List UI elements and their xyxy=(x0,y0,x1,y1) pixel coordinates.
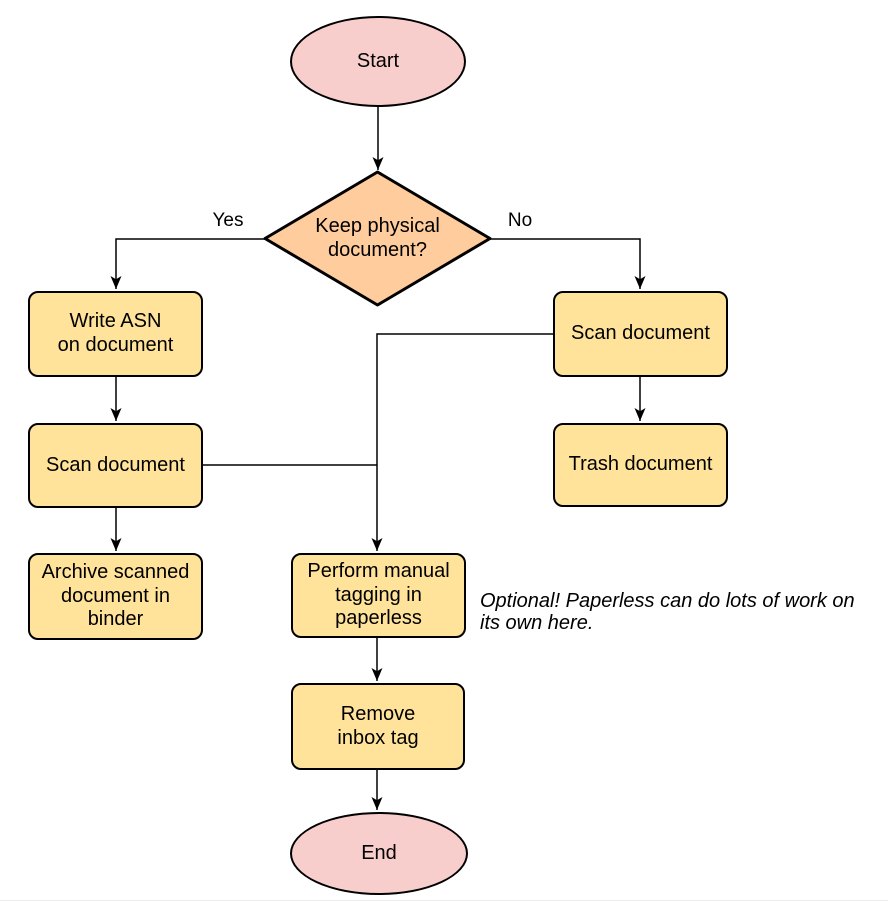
node-manual-tagging: Perform manual tagging in paperless xyxy=(291,553,466,638)
node-write-asn: Write ASN on document xyxy=(28,291,203,377)
node-start-label: Start xyxy=(356,49,400,72)
bottom-divider xyxy=(0,900,888,901)
node-trash: Trash document xyxy=(553,423,728,507)
node-decision-label: Keep physical document? xyxy=(315,214,440,261)
node-scan-discard: Scan document xyxy=(553,291,728,377)
edge-label-yes: Yes xyxy=(212,210,244,231)
node-scan-keep-label: Scan document xyxy=(46,453,185,476)
node-decision-shape xyxy=(263,170,492,307)
node-remove-inbox-tag-label: Remove inbox tag xyxy=(337,702,419,749)
edge-decision-no-to-scan xyxy=(490,238,646,289)
optional-note: Optional! Paperless can do lots of work … xyxy=(480,590,855,634)
node-scan-keep: Scan document xyxy=(28,423,203,508)
node-scan-discard-label: Scan document xyxy=(571,322,710,345)
node-write-asn-label: Write ASN on document xyxy=(57,310,174,356)
edge-decision-yes-to-write-asn xyxy=(110,238,265,289)
node-archive-label: Archive scanned document in binder xyxy=(41,561,190,631)
node-decision: Keep physical document? xyxy=(290,211,465,266)
node-start: Start xyxy=(290,16,466,107)
node-end: End xyxy=(290,812,468,895)
node-archive: Archive scanned document in binder xyxy=(28,553,203,640)
edge-label-no: No xyxy=(507,210,533,231)
edge-scan-discard-to-tagging xyxy=(371,333,553,551)
node-manual-tagging-label: Perform manual tagging in paperless xyxy=(307,560,450,630)
node-remove-inbox-tag: Remove inbox tag xyxy=(291,683,465,770)
node-end-label: End xyxy=(361,841,397,864)
node-trash-label: Trash document xyxy=(568,453,713,476)
